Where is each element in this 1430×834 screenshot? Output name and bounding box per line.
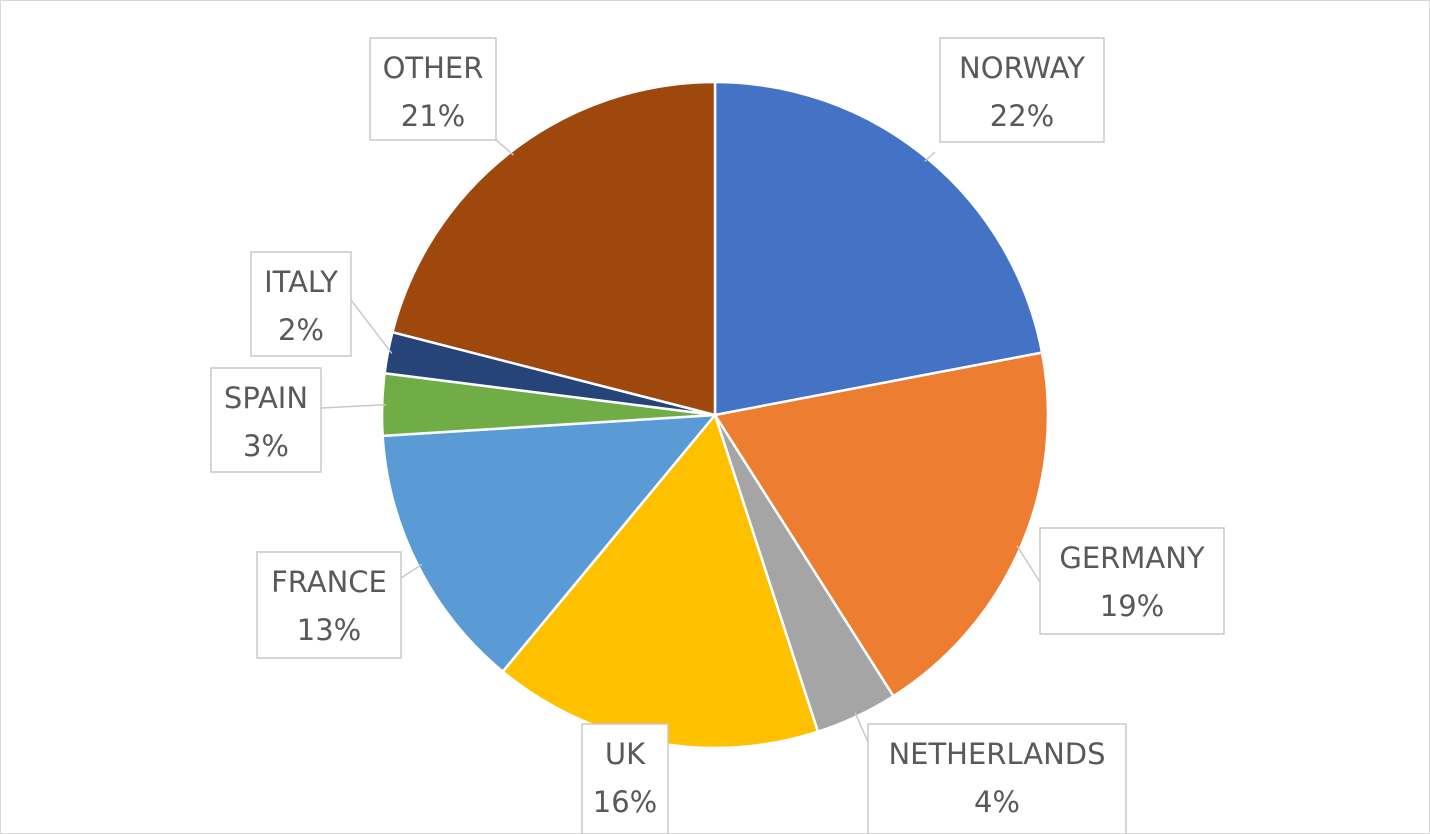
- data-label-category-spain: SPAIN: [224, 381, 308, 415]
- data-label-percent-norway: 22%: [990, 99, 1054, 133]
- data-label-netherlands: NETHERLANDS 4%: [867, 723, 1127, 834]
- leader-line-norway: [924, 151, 936, 163]
- data-label-box-italy: [250, 251, 352, 357]
- data-label-box-norway: [939, 37, 1105, 143]
- data-labels: NORWAY 22% GERMANY 19% NETHERLANDS 4% UK 16% FRA…: [210, 37, 1225, 834]
- data-label-box-netherlands: [867, 723, 1127, 834]
- data-label-percent-spain: 3%: [243, 429, 289, 463]
- data-label-percent-netherlands: 4%: [974, 785, 1020, 819]
- data-label-category-norway: NORWAY: [959, 51, 1085, 85]
- data-label-category-germany: GERMANY: [1059, 541, 1204, 575]
- data-label-italy: ITALY 2%: [250, 251, 352, 357]
- leader-line-france: [400, 563, 423, 579]
- leader-line-italy: [350, 299, 393, 354]
- data-label-category-other: OTHER: [383, 51, 484, 85]
- data-label-uk: UK 16%: [581, 723, 669, 834]
- data-label-percent-france: 13%: [297, 613, 361, 647]
- data-label-box-france: [256, 551, 402, 659]
- pie-slice-germany: [713, 351, 1050, 698]
- data-label-france: FRANCE 13%: [256, 551, 402, 659]
- data-label-spain: SPAIN 3%: [210, 367, 322, 473]
- leader-line-other: [495, 139, 514, 156]
- data-label-percent-italy: 2%: [278, 313, 324, 347]
- data-label-category-netherlands: NETHERLANDS: [888, 737, 1105, 771]
- data-label-box-spain: [210, 367, 322, 473]
- data-label-category-france: FRANCE: [271, 565, 387, 599]
- leader-line-germany: [1016, 545, 1041, 583]
- data-label-percent-other: 21%: [401, 99, 465, 133]
- data-label-category-italy: ITALY: [264, 265, 338, 299]
- data-label-box-other: [369, 37, 497, 141]
- data-label-box-germany: [1039, 527, 1225, 635]
- data-label-category-uk: UK: [605, 737, 646, 771]
- data-label-norway: NORWAY 22%: [939, 37, 1105, 143]
- data-label-percent-uk: 16%: [593, 785, 657, 819]
- leader-line-spain: [320, 403, 387, 409]
- data-label-germany: GERMANY 19%: [1039, 527, 1225, 635]
- pie-slices: [380, 80, 1050, 750]
- data-label-box-uk: [581, 723, 669, 834]
- leader-line-netherlands: [854, 712, 869, 743]
- data-label-other: OTHER 21%: [369, 37, 497, 141]
- leader-lines: [320, 139, 1041, 743]
- data-label-percent-germany: 19%: [1100, 589, 1164, 623]
